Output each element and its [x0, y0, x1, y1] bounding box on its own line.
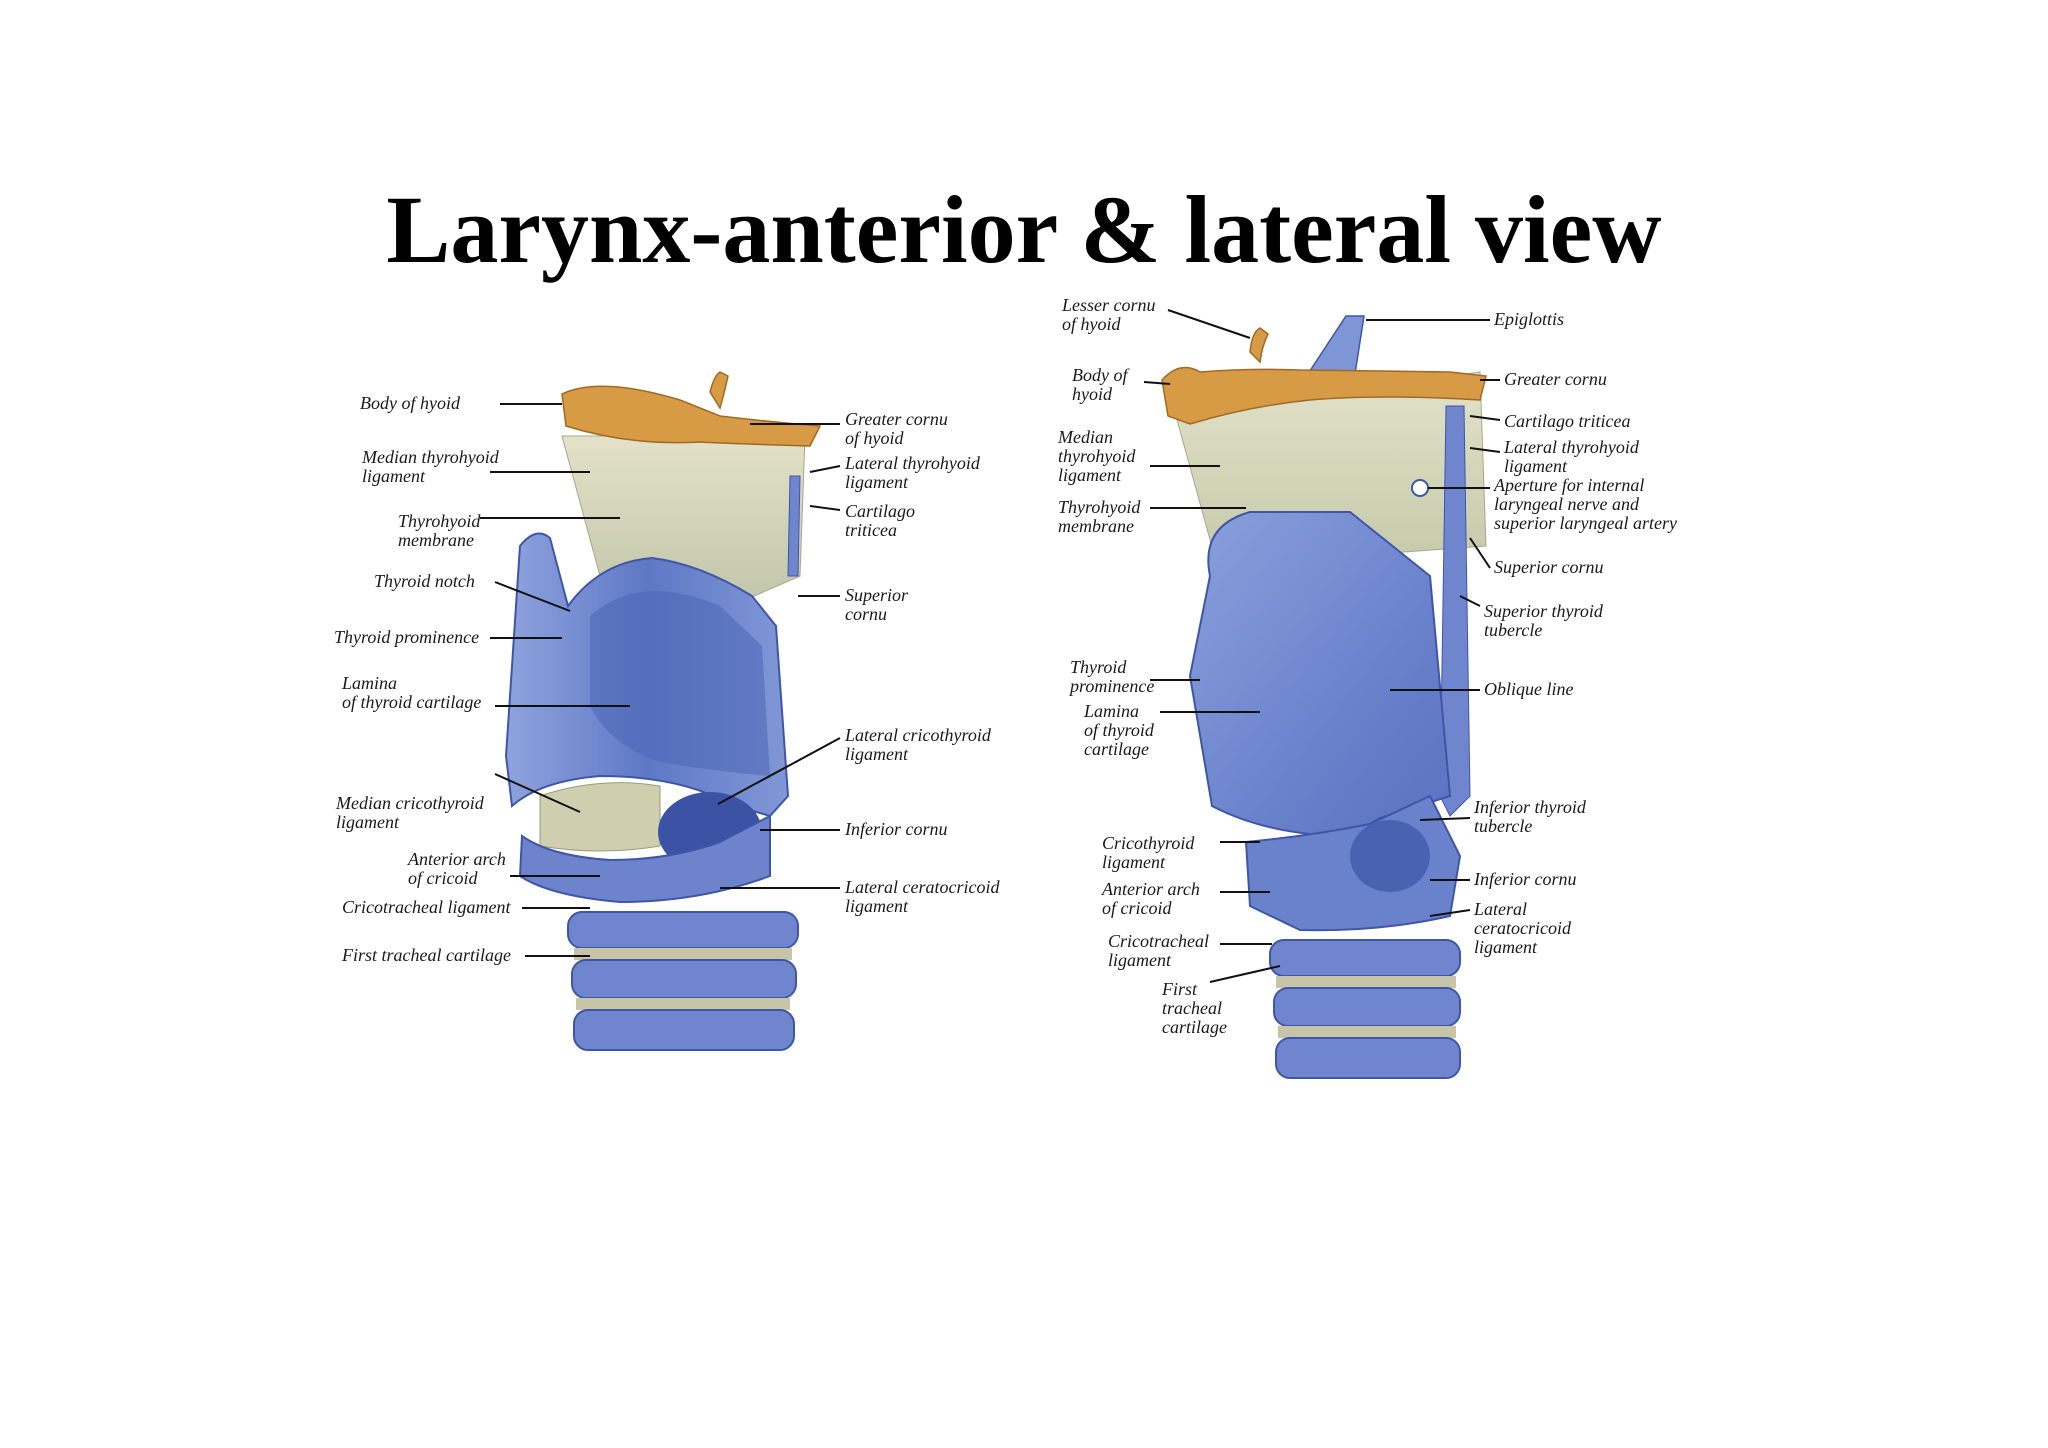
label-lateral-ceratocricoid-ligament: Lateral ceratocricoid ligament — [845, 877, 1000, 916]
label-superior-cornu: Superior cornu — [845, 585, 908, 624]
label-first-tracheal-cartilage: First tracheal cartilage — [342, 945, 511, 965]
label-lateral-thyroid-prominence: Thyroid prominence — [1070, 657, 1155, 696]
lateral-thyroid-cartilage-shape — [1188, 511, 1452, 838]
label-lamina-of-thyroid-cartilage: Lamina of thyroid cartilage — [342, 673, 482, 712]
label-aperture: Aperture for internal laryngeal nerve an… — [1494, 475, 1677, 533]
anterior-view-illustration: Body of hyoid Greater cornu of hyoid Med… — [300, 276, 1020, 1146]
aperture-shape — [1411, 479, 1429, 497]
label-lesser-cornu-of-hyoid: Lesser cornu of hyoid — [1062, 295, 1156, 334]
label-lateral-cartilago-triticea: Cartilago triticea — [1504, 411, 1631, 431]
lateral-hyoid-shape — [1161, 366, 1487, 425]
label-cricotracheal-ligament: Cricotracheal ligament — [342, 897, 511, 917]
label-lateral-anterior-arch-of-cricoid: Anterior arch of cricoid — [1102, 879, 1200, 918]
tracheal-ligament-2 — [576, 998, 790, 1010]
label-lateral-superior-cornu: Superior cornu — [1494, 557, 1604, 577]
label-lateral-cricotracheal-ligament: Cricotracheal ligament — [1108, 931, 1209, 970]
anterior-larynx-drawing — [480, 371, 841, 1051]
label-oblique-line: Oblique line — [1484, 679, 1574, 699]
label-superior-thyroid-tubercle: Superior thyroid tubercle — [1484, 601, 1603, 640]
lateral-cricoid-hollow — [1350, 820, 1430, 892]
label-greater-cornu: Greater cornu — [1504, 369, 1607, 389]
label-lateral-inferior-cornu: Inferior cornu — [1474, 869, 1577, 889]
lateral-larynx-drawing — [1143, 309, 1501, 1079]
tracheal-cartilage-3 — [573, 1009, 795, 1051]
lateral-tracheal-cartilage-3 — [1275, 1037, 1461, 1079]
label-thyrohyoid-membrane: Thyrohyoid membrane — [398, 511, 481, 550]
slide-title: Larynx-anterior & lateral view — [386, 176, 1662, 284]
label-lateral-first-tracheal-cartilage: First tracheal cartilage — [1162, 979, 1227, 1037]
label-thyroid-notch: Thyroid notch — [374, 571, 475, 591]
hyoid-bone-shape — [561, 385, 822, 447]
cricoid-arch-shape — [518, 814, 771, 904]
tracheal-ligament-1 — [574, 948, 792, 960]
first-tracheal-cartilage-shape — [567, 911, 799, 949]
label-epiglottis: Epiglottis — [1494, 309, 1565, 329]
lesser-cornu-shape — [1249, 327, 1269, 364]
thyroid-lamina-shadow — [590, 591, 770, 776]
label-cricothyroid-ligament: Cricothyroid ligament — [1102, 833, 1195, 872]
superior-cornu-shape — [787, 475, 801, 577]
lateral-view-illustration: Lesser cornu of hyoid Epiglottis Body of… — [1050, 276, 1690, 1146]
lateral-tracheal-ligament-1 — [1276, 976, 1456, 988]
label-lateral-body-of-hyoid: Body of hyoid — [1072, 365, 1128, 404]
lateral-tracheal-ligament-2 — [1278, 1026, 1456, 1038]
label-inferior-thyroid-tubercle: Inferior thyroid tubercle — [1474, 797, 1586, 836]
lateral-tracheal-cartilage-2 — [1273, 987, 1461, 1027]
label-lateral-ceratocricoid-ligament: Lateral ceratocricoid ligament — [1474, 899, 1571, 957]
label-lateral-lamina-of-thyroid-cartilage: Lamina of thyroid cartilage — [1084, 701, 1154, 759]
label-body-of-hyoid: Body of hyoid — [360, 393, 460, 413]
label-lateral-cricothyroid-ligament: Lateral cricothyroid ligament — [845, 725, 991, 764]
label-lateral-thyrohyoid-ligament: Lateral thyrohyoid ligament — [1504, 437, 1639, 476]
label-median-thyrohyoid-ligament: Median thyrohyoid ligament — [362, 447, 499, 486]
label-cartilago-triticea: Cartilago triticea — [845, 501, 916, 540]
label-lateral-thyrohyoid-ligament: Lateral thyrohyoid ligament — [845, 453, 980, 492]
cricothyroid-ligament-shape — [539, 782, 661, 852]
tracheal-cartilage-2 — [571, 959, 797, 999]
hyoid-horn-shape — [709, 371, 729, 410]
label-inferior-cornu: Inferior cornu — [845, 819, 948, 839]
label-lateral-thyrohyoid-membrane: Thyrohyoid membrane — [1058, 497, 1141, 536]
label-median-cricothyroid-ligament: Median cricothyroid ligament — [336, 793, 484, 832]
lateral-leader-lines — [1143, 309, 1501, 983]
label-anterior-arch-of-cricoid: Anterior arch of cricoid — [408, 849, 506, 888]
label-greater-cornu-of-hyoid: Greater cornu of hyoid — [845, 409, 948, 448]
lateral-tracheal-cartilage-1 — [1269, 939, 1461, 977]
label-thyroid-prominence: Thyroid prominence — [334, 627, 480, 647]
label-lateral-median-thyrohyoid-ligament: Median thyrohyoid ligament — [1058, 427, 1136, 485]
anterior-leader-lines — [480, 403, 841, 957]
